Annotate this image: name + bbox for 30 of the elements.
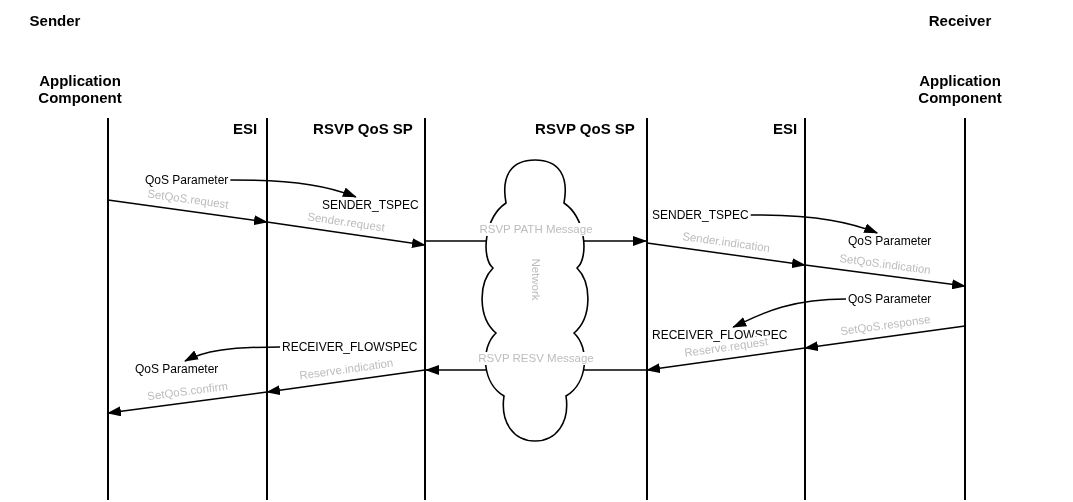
mapping-arrow [732,298,847,328]
mapping-arrow [229,179,357,198]
parameter-label: SENDER_TSPEC [322,198,419,212]
participant-label: RSVP QoS SP [534,120,636,137]
parameter-label: QoS Parameter [848,292,932,306]
participant-label: RSVP QoS SP [312,120,414,137]
message-arrow [107,199,268,226]
message-arrow [266,369,426,396]
message-arrow [107,391,268,417]
participant-label: Sender [28,12,82,29]
message-arrow [646,242,806,269]
parameter-label: QoS Parameter [848,234,932,248]
mapping-arrow [749,214,879,234]
mapping-arrow [184,346,281,362]
message-arrow [804,325,966,352]
message-label: RSVP RESV Message [476,352,596,365]
message-arrow [804,264,966,290]
participant-label: ESI [771,120,799,137]
message-label: RSVP PATH Message [477,223,595,236]
participant-label: Application Component [917,72,1003,106]
participant-label: ESI [231,120,259,137]
message-arrow [646,347,806,374]
participant-label: Receiver [927,12,993,29]
parameter-label: RECEIVER_FLOWSPEC [282,340,418,354]
participant-label: Application Component [37,72,123,106]
message-arrow [266,221,426,249]
parameter-label: QoS Parameter [145,173,229,187]
parameter-label: QoS Parameter [135,362,219,376]
network-label: Network [528,257,542,303]
parameter-label: SENDER_TSPEC [652,208,749,222]
